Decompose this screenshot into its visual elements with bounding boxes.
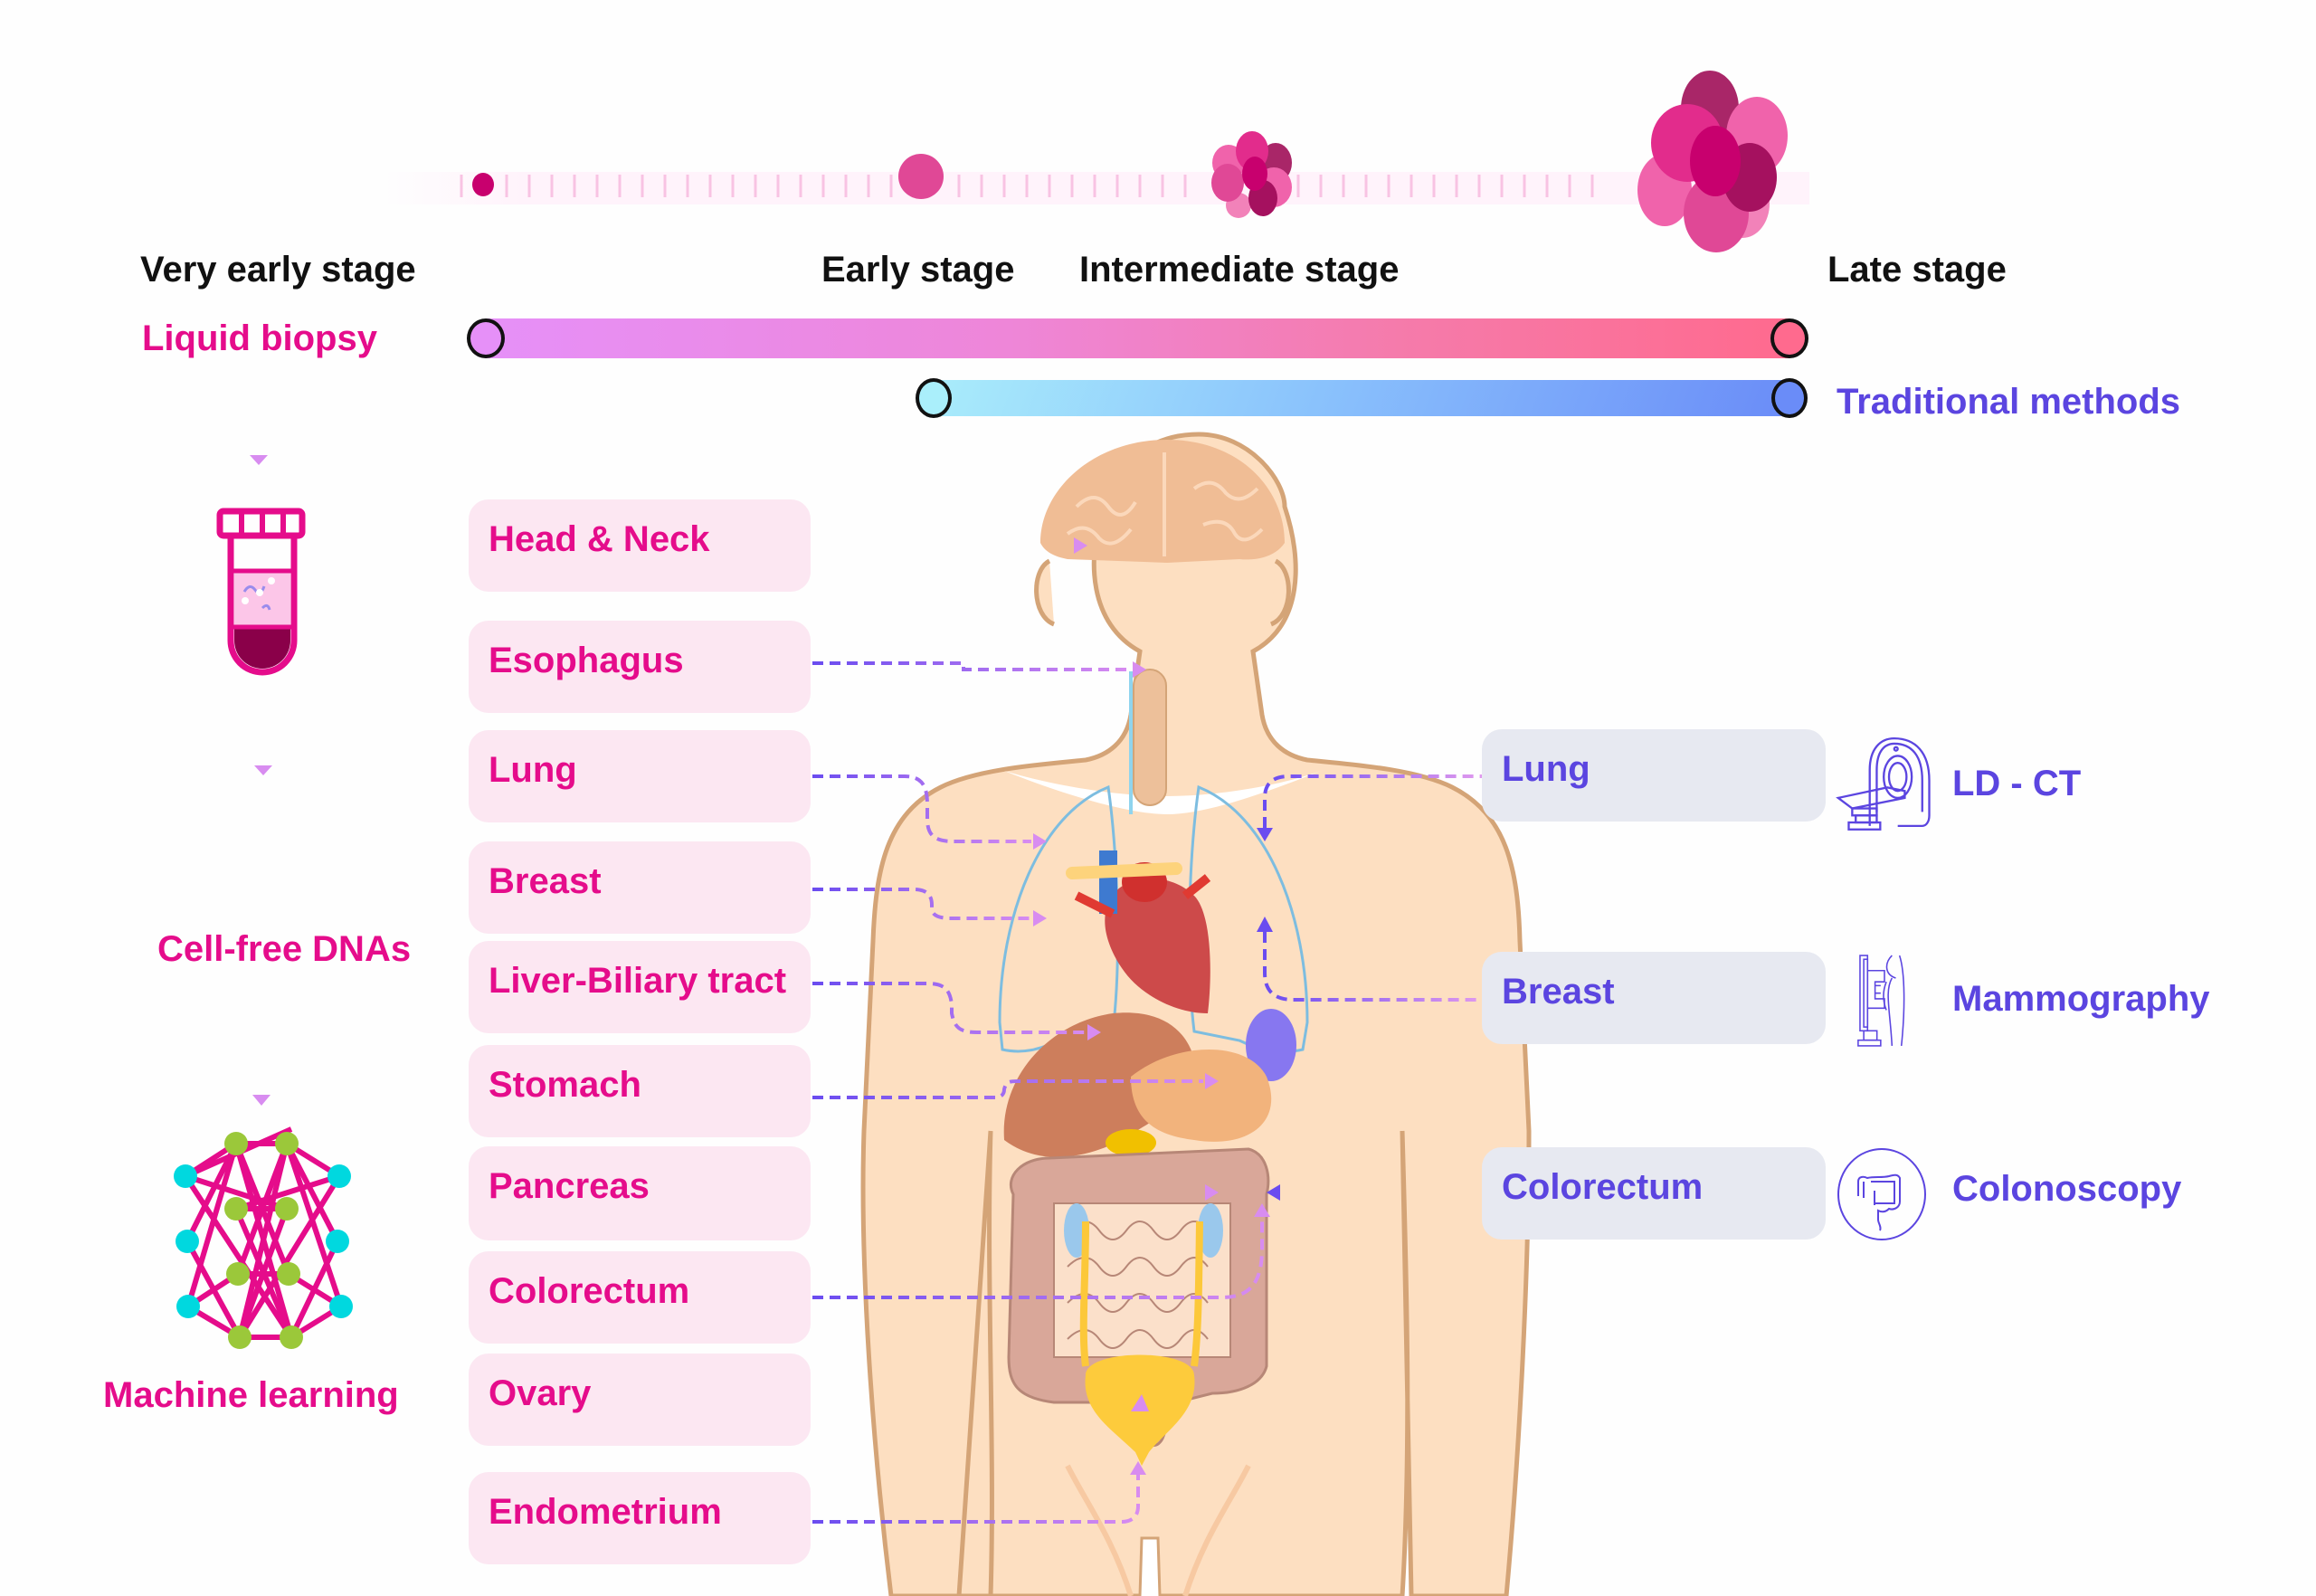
stomach-organ [1131, 1050, 1272, 1142]
tumor-very-early-icon [472, 173, 494, 196]
liquid-biopsy-target-stomach: Stomach [469, 1045, 811, 1137]
mammography-method-label: Mammography [1952, 979, 2210, 1019]
target-label: Liver-Biliary tract [489, 961, 787, 1001]
neural-network-icon [174, 1126, 353, 1349]
liquid-biopsy-start-knob [467, 318, 505, 358]
liquid-biopsy-target-esophagus: Esophagus [469, 621, 811, 713]
test-tube-icon [216, 508, 306, 676]
machine-learning-label: Machine learning [103, 1375, 399, 1415]
heart-organ [1105, 879, 1210, 1013]
stage-late-label: Late stage [1827, 250, 2007, 290]
liquid-biopsy-target-ovary: Ovary [469, 1354, 811, 1446]
target-label: Breast [1502, 972, 1615, 1012]
tumor-intermediate-icon [1211, 131, 1292, 218]
traditional-target-colorectum: Colorectum [1482, 1147, 1826, 1240]
esophagus-organ [1133, 669, 1167, 806]
target-label: Lung [1502, 749, 1590, 789]
liquid-biopsy-target-breast: Breast [469, 841, 811, 934]
tumor-late-icon [1637, 71, 1788, 252]
tumor-early-icon [898, 154, 944, 199]
target-label: Pancreas [489, 1166, 650, 1206]
traditional-target-breast: Breast [1482, 952, 1826, 1044]
stage-very-early-label: Very early stage [140, 250, 416, 290]
liquid-biopsy-range-bar [486, 318, 1789, 358]
liquid-biopsy-target-colorectum: Colorectum [469, 1251, 811, 1344]
target-label: Esophagus [489, 641, 684, 680]
target-label: Colorectum [489, 1271, 690, 1311]
traditional-methods-label: Traditional methods [1837, 382, 2181, 422]
pipeline-arrows [250, 378, 272, 1106]
liquid-biopsy-target-pancreas: Pancreas [469, 1146, 811, 1240]
target-label: Ovary [489, 1373, 592, 1413]
pancreas-organ [1106, 1129, 1156, 1156]
colonoscopy-method-label: Colonoscopy [1952, 1169, 2182, 1209]
colon-icon [1837, 1148, 1926, 1240]
traditional-start-knob [916, 378, 952, 418]
liquid-biopsy-label: Liquid biopsy [142, 318, 377, 358]
target-label: Breast [489, 861, 602, 901]
traditional-end-knob [1771, 378, 1808, 418]
tumor-growth-ticks [460, 71, 1788, 252]
target-label: Lung [489, 750, 577, 790]
stage-early-label: Early stage [821, 250, 1015, 290]
target-label: Endometrium [489, 1492, 722, 1532]
liquid-biopsy-target-lung: Lung [469, 730, 811, 822]
liquid-biopsy-target-endometrium: Endometrium [469, 1472, 811, 1564]
spleen-organ [1246, 1009, 1296, 1081]
ld-ct-method-label: LD - CT [1952, 764, 2082, 803]
liquid-biopsy-target-liver-biliary: Liver-Biliary tract [469, 941, 811, 1033]
cell-free-dna-label: Cell-free DNAs [157, 929, 412, 969]
ct-scanner-icon [1836, 736, 1931, 831]
target-label: Head & Neck [489, 519, 710, 559]
traditional-target-lung: Lung [1482, 729, 1826, 822]
liquid-biopsy-target-head-neck: Head & Neck [469, 499, 811, 592]
traditional-range-bar [934, 380, 1789, 416]
stage-intermediate-label: Intermediate stage [1079, 250, 1400, 290]
target-label: Colorectum [1502, 1167, 1704, 1207]
target-label: Stomach [489, 1065, 641, 1105]
liquid-biopsy-end-knob [1770, 318, 1808, 358]
mammography-icon [1857, 955, 1905, 1047]
